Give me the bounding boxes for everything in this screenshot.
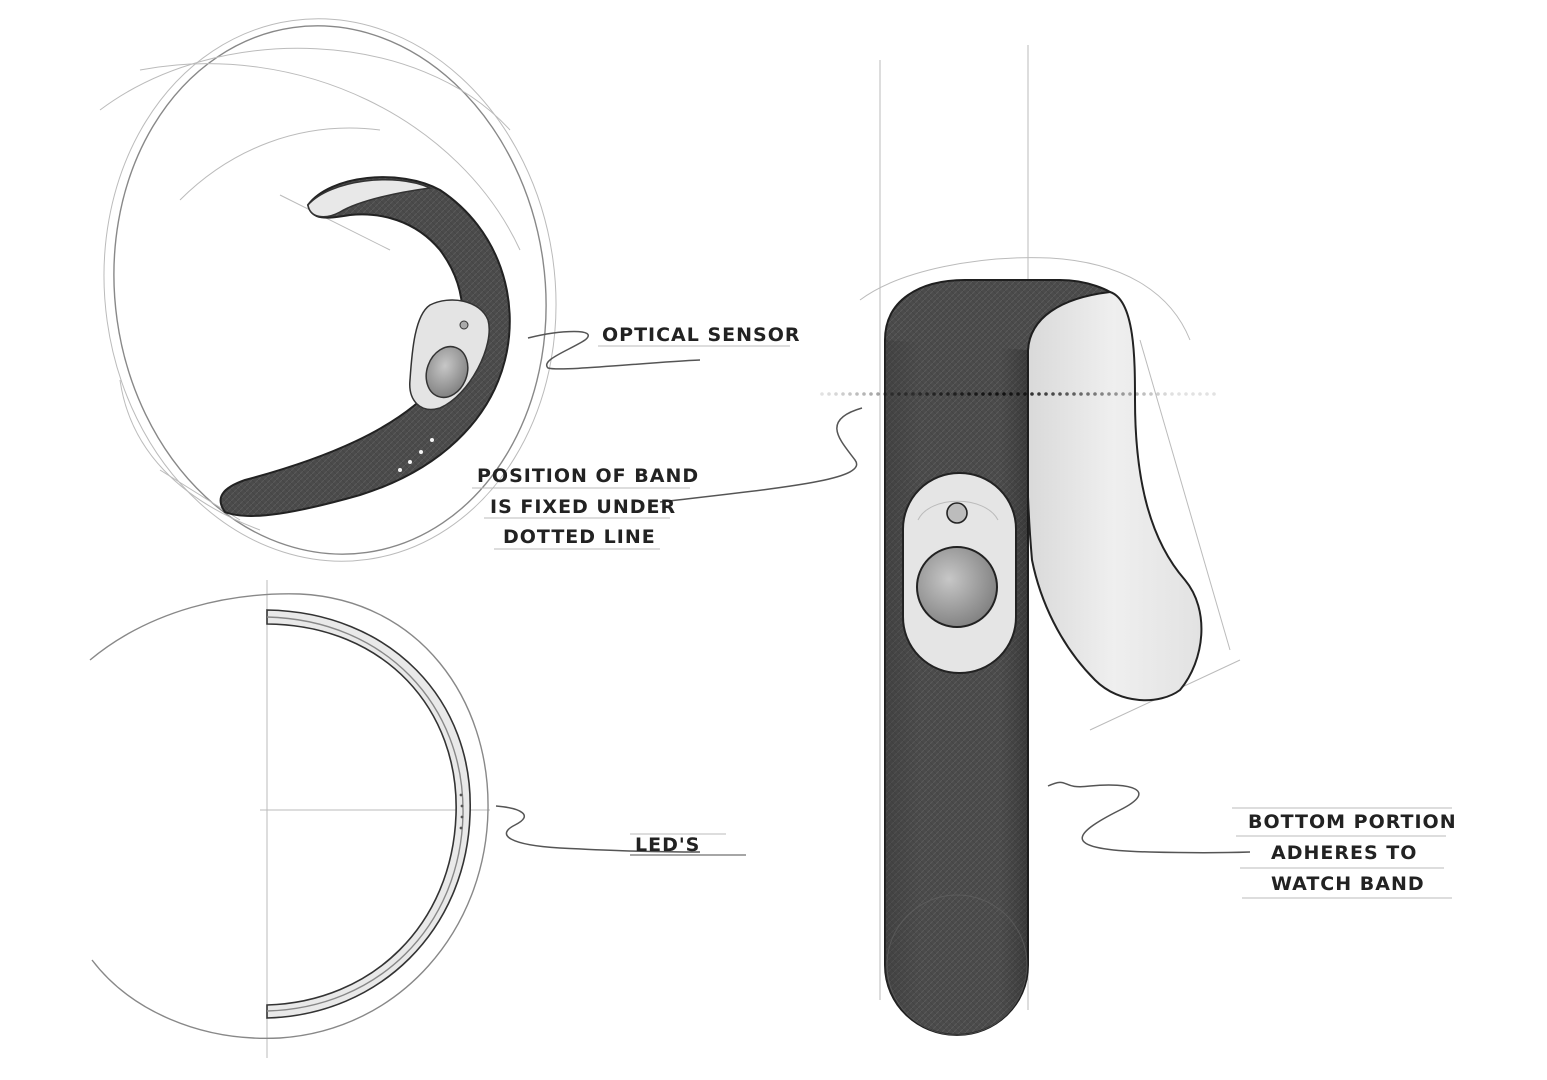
position-dot bbox=[897, 392, 901, 396]
position-dot bbox=[1142, 392, 1146, 396]
position-dot bbox=[904, 392, 908, 396]
position-dot bbox=[1023, 392, 1027, 396]
optical-sensor-label: OPTICAL SENSOR bbox=[602, 324, 801, 346]
position-dot bbox=[981, 392, 985, 396]
position-dot bbox=[820, 392, 824, 396]
band-position-label-line3: DOTTED LINE bbox=[503, 526, 656, 548]
position-dot bbox=[1107, 392, 1111, 396]
position-dot bbox=[1002, 392, 1006, 396]
position-dot bbox=[1051, 392, 1055, 396]
front-sensor-pod bbox=[902, 472, 1017, 674]
position-dot bbox=[939, 392, 943, 396]
bottom-portion-label-line2: ADHERES TO bbox=[1271, 842, 1417, 864]
position-dot bbox=[1058, 392, 1062, 396]
adhesive-flap bbox=[1025, 288, 1203, 702]
band-position-label-line1: POSITION OF BAND bbox=[477, 465, 699, 487]
position-dot bbox=[1177, 392, 1181, 396]
position-dot bbox=[967, 392, 971, 396]
band-side-view bbox=[89, 580, 490, 1058]
position-dot bbox=[1016, 392, 1020, 396]
position-dot bbox=[1205, 392, 1209, 396]
position-dot bbox=[1086, 392, 1090, 396]
band-front-view bbox=[820, 45, 1241, 1037]
position-dot bbox=[1149, 392, 1153, 396]
position-dot bbox=[841, 392, 845, 396]
bottom-adhesive-outline bbox=[886, 894, 1028, 1036]
optical-sensor-leader bbox=[527, 330, 701, 370]
position-dot bbox=[988, 392, 992, 396]
bottom-portion-leader bbox=[1047, 781, 1251, 854]
band-flap-tip bbox=[307, 178, 433, 218]
position-dot bbox=[1184, 392, 1188, 396]
position-dot bbox=[1044, 392, 1048, 396]
position-dot bbox=[890, 392, 894, 396]
position-dot bbox=[1072, 392, 1076, 396]
side-view-led-dots bbox=[459, 793, 464, 830]
position-dot bbox=[876, 392, 880, 396]
position-dot bbox=[1093, 392, 1097, 396]
position-dot bbox=[1163, 392, 1167, 396]
perspective-led-dots bbox=[398, 438, 434, 472]
position-dot bbox=[1030, 392, 1034, 396]
position-dot bbox=[953, 392, 957, 396]
position-dot bbox=[995, 392, 999, 396]
position-dot bbox=[827, 392, 831, 396]
position-dot bbox=[1079, 392, 1083, 396]
position-dot bbox=[855, 392, 859, 396]
position-dot bbox=[848, 392, 852, 396]
dotted-position-line bbox=[820, 392, 1216, 396]
position-dot bbox=[1100, 392, 1104, 396]
position-dot bbox=[883, 392, 887, 396]
position-dot bbox=[1121, 392, 1125, 396]
bottom-portion-label-line1: BOTTOM PORTION bbox=[1248, 811, 1457, 833]
position-dot bbox=[946, 392, 950, 396]
position-dot bbox=[918, 392, 922, 396]
position-dot bbox=[974, 392, 978, 396]
position-dot bbox=[925, 392, 929, 396]
position-dot bbox=[960, 392, 964, 396]
band-perspective-view bbox=[99, 18, 557, 562]
band-position-label-line2: IS FIXED UNDER bbox=[490, 496, 676, 518]
position-dot bbox=[1198, 392, 1202, 396]
side-view-band-arc bbox=[266, 609, 471, 1019]
position-dot bbox=[1191, 392, 1195, 396]
perspective-sensor-pod bbox=[409, 299, 490, 411]
position-dot bbox=[1037, 392, 1041, 396]
position-dot bbox=[1009, 392, 1013, 396]
position-dot bbox=[932, 392, 936, 396]
position-dot bbox=[1128, 392, 1132, 396]
leds-leader bbox=[495, 805, 701, 853]
position-dot bbox=[834, 392, 838, 396]
bottom-portion-label-line3: WATCH BAND bbox=[1271, 873, 1425, 895]
position-dot bbox=[862, 392, 866, 396]
position-dot bbox=[1170, 392, 1174, 396]
position-dot bbox=[1135, 392, 1139, 396]
position-dot bbox=[1156, 392, 1160, 396]
position-dot bbox=[911, 392, 915, 396]
position-dot bbox=[1065, 392, 1069, 396]
leds-label: LED'S bbox=[635, 834, 700, 856]
position-dot bbox=[1114, 392, 1118, 396]
band-position-leader bbox=[659, 407, 863, 503]
band-strap bbox=[219, 176, 511, 517]
position-dot bbox=[1212, 392, 1216, 396]
position-dot bbox=[869, 392, 873, 396]
